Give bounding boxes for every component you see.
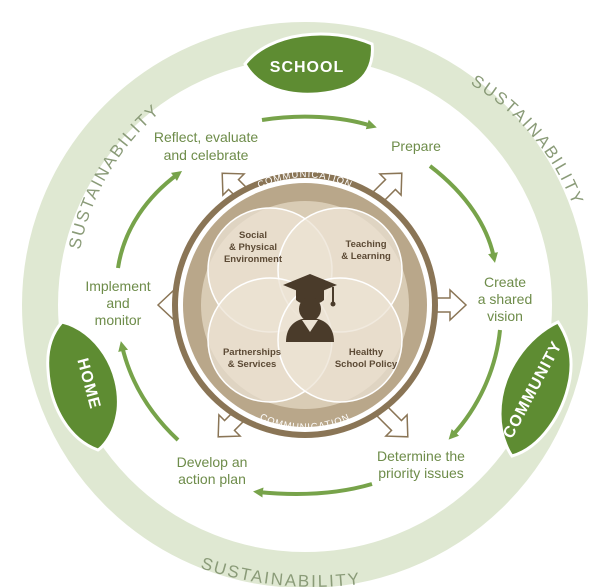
step-develop-line2: action plan	[178, 471, 246, 487]
step-develop-line1: Develop an	[177, 454, 248, 470]
step-reflect-line2: and celebrate	[164, 147, 249, 163]
home-leaf: HOME	[46, 320, 120, 452]
venn-partnerships-line2: & Services	[228, 359, 277, 370]
step-determine-line2: priority issues	[378, 465, 464, 481]
arrow-plan-to-implement	[118, 341, 180, 442]
step-implement-line3: monitor	[95, 312, 142, 328]
school-leaf: SCHOOL	[243, 32, 374, 96]
arrow-reflect-to-prepare	[261, 114, 377, 130]
step-create-line2: a shared	[478, 291, 532, 307]
venn-social-line3: Environment	[224, 254, 283, 265]
step-implement-line1: Implement	[85, 278, 150, 294]
community-leaf: COMMUNITY	[498, 320, 573, 458]
arrow-priority-to-plan	[253, 482, 373, 498]
venn-social-line2: & Physical	[229, 242, 277, 253]
venn-teaching-line1: Teaching	[346, 239, 387, 250]
step-determine-line1: Determine the	[377, 448, 465, 464]
venn-teaching-line2: & Learning	[341, 251, 391, 262]
step-reflect-line1: Reflect, evaluate	[154, 129, 258, 145]
venn-healthy-line1: Healthy	[349, 347, 384, 358]
graduate-icon	[283, 274, 337, 342]
arrow-prepare-to-vision	[428, 164, 498, 263]
step-create-line3: vision	[487, 308, 523, 324]
step-prepare: Prepare	[391, 138, 441, 154]
venn-healthy-line2: School Policy	[335, 359, 398, 370]
venn-partnerships-line1: Partnerships	[223, 347, 281, 358]
venn-social-line1: Social	[239, 230, 267, 241]
arrow-implement-to-reflect	[116, 171, 183, 269]
step-implement-line2: and	[106, 295, 129, 311]
cycle-arrows	[116, 114, 502, 498]
school-label: SCHOOL	[270, 59, 344, 76]
step-create-line1: Create	[484, 274, 526, 290]
arrow-vision-to-priority	[448, 329, 502, 440]
